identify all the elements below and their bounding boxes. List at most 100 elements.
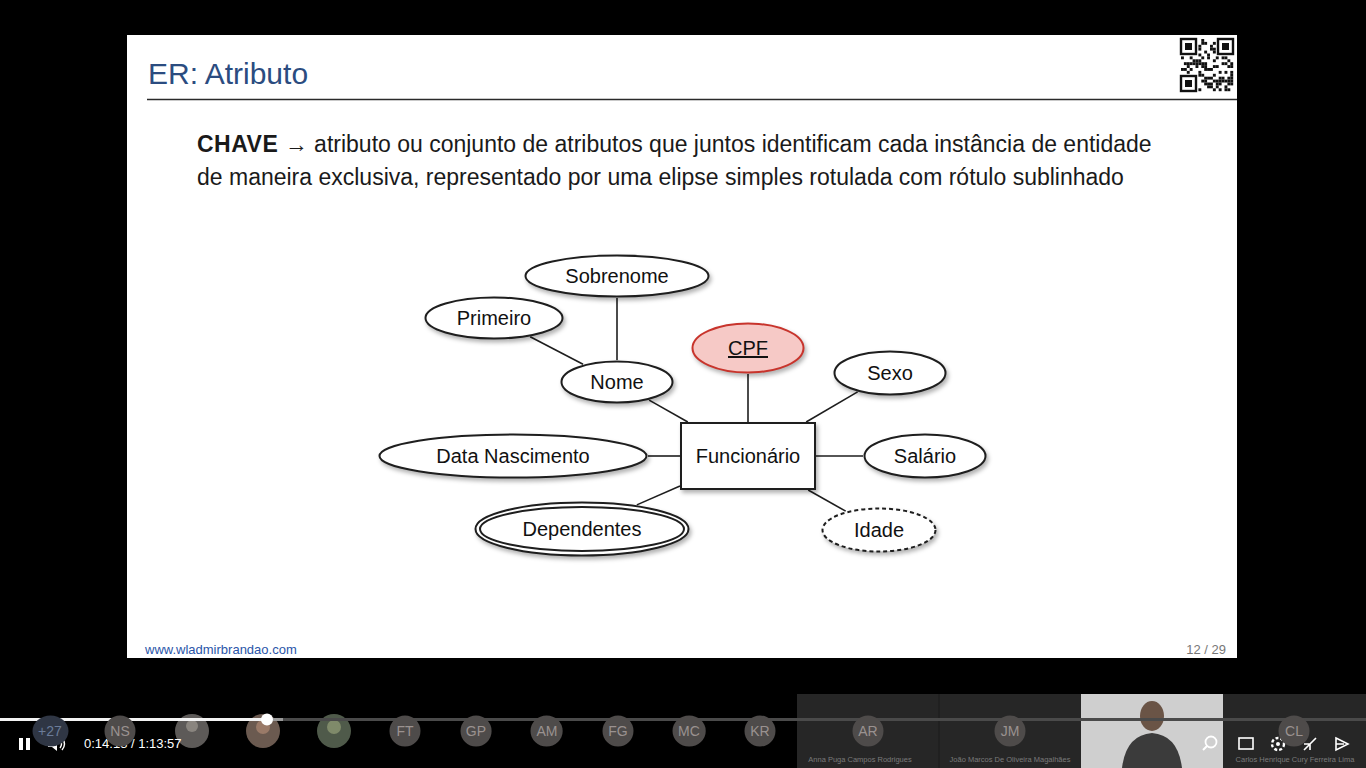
qr-finder bbox=[1181, 39, 1196, 54]
qr-module bbox=[1213, 65, 1216, 68]
qr-finder bbox=[1218, 39, 1233, 54]
qr-ground bbox=[1180, 38, 1234, 92]
qr-module bbox=[1225, 80, 1228, 83]
key-attribute-ellipse: CPF bbox=[691, 322, 805, 374]
qr-module bbox=[1196, 59, 1199, 62]
ellipse-outline bbox=[1279, 716, 1310, 747]
qr-module bbox=[1190, 62, 1193, 65]
qr-module bbox=[1213, 48, 1216, 51]
qr-module bbox=[1225, 62, 1228, 65]
qr-module bbox=[1225, 56, 1228, 59]
photo-avatar-detail bbox=[186, 720, 198, 732]
ellipse-outline bbox=[853, 716, 884, 747]
qr-module bbox=[1210, 48, 1213, 51]
qr-module bbox=[1198, 48, 1201, 51]
attribute-connector bbox=[816, 455, 863, 457]
qr-module bbox=[1204, 65, 1207, 68]
person-head bbox=[1140, 701, 1164, 731]
qr-module bbox=[1187, 62, 1190, 65]
qr-module bbox=[1207, 85, 1210, 88]
qr-module bbox=[1198, 88, 1201, 91]
qr-module bbox=[1230, 65, 1233, 68]
qr-module bbox=[1210, 83, 1213, 86]
attribute-connector bbox=[530, 337, 583, 364]
participant-avatar: FT bbox=[388, 714, 422, 748]
qr-module bbox=[1190, 68, 1193, 71]
photo-avatar-detail bbox=[327, 720, 341, 734]
qr-module bbox=[1216, 65, 1219, 68]
ellipse-outline bbox=[823, 509, 936, 552]
qr-module bbox=[1230, 74, 1233, 77]
participant-name: Anna Puga Campos Rodrigues bbox=[799, 755, 921, 764]
qr-module bbox=[1227, 77, 1230, 80]
attribute-connector bbox=[616, 298, 618, 360]
avatar-initials: MC bbox=[678, 723, 700, 739]
qr-module bbox=[1216, 80, 1219, 83]
qr-module bbox=[1204, 62, 1207, 65]
qr-module bbox=[1193, 59, 1196, 62]
qr-module bbox=[1198, 45, 1201, 48]
qr-module bbox=[1201, 62, 1204, 65]
page-number: 12 / 29 bbox=[1150, 642, 1226, 657]
qr-module bbox=[1181, 56, 1184, 59]
participant-avatar: AM bbox=[529, 714, 564, 748]
avatar-initials: JM bbox=[1001, 723, 1020, 739]
qr-module bbox=[1219, 80, 1222, 83]
qr-code bbox=[1180, 38, 1234, 92]
qr-module bbox=[1201, 42, 1204, 45]
qr-module bbox=[1201, 39, 1204, 42]
attribute-connector bbox=[806, 392, 857, 422]
qr-module bbox=[1213, 59, 1216, 62]
participant-tile bbox=[1223, 694, 1366, 768]
node-label: Idade bbox=[854, 519, 904, 542]
qr-module bbox=[1230, 83, 1233, 86]
qr-module bbox=[1213, 42, 1216, 45]
qr-module bbox=[1187, 65, 1190, 68]
qr-module bbox=[1227, 80, 1230, 83]
qr-module bbox=[1213, 51, 1216, 54]
attribute-connector bbox=[637, 486, 680, 505]
ellipse-outline bbox=[426, 298, 563, 339]
website-url: www.wladmirbrandao.com bbox=[145, 642, 345, 657]
qr-module bbox=[1219, 71, 1222, 74]
qr-module bbox=[1187, 71, 1190, 74]
ellipse-outline bbox=[526, 256, 709, 297]
qr-module bbox=[1207, 68, 1210, 71]
qr-module bbox=[1213, 74, 1216, 77]
qr-module bbox=[1204, 51, 1207, 54]
qr-module bbox=[1204, 42, 1207, 45]
participant-avatar: FG bbox=[601, 714, 635, 748]
avatar-initials: +27 bbox=[38, 723, 62, 739]
qr-module bbox=[1219, 88, 1222, 91]
qr-module bbox=[1213, 88, 1216, 91]
qr-module bbox=[1204, 77, 1207, 80]
qr-module bbox=[1222, 62, 1225, 65]
qr-module bbox=[1225, 85, 1228, 88]
pause-icon bbox=[26, 738, 30, 750]
attribute-connector bbox=[649, 400, 688, 422]
qr-finder bbox=[1181, 76, 1196, 91]
share-icon bbox=[1336, 738, 1348, 750]
ellipse-outline bbox=[476, 503, 689, 556]
node-label: Sobrenome bbox=[565, 265, 668, 288]
ellipse-outline bbox=[693, 324, 804, 373]
qr-module bbox=[1204, 83, 1207, 86]
qr-module bbox=[1222, 56, 1225, 59]
qr-module bbox=[1210, 45, 1213, 48]
node-label: Funcionário bbox=[696, 445, 801, 468]
tile-divider bbox=[939, 694, 940, 768]
qr-module bbox=[1204, 68, 1207, 71]
settings-icon bbox=[1276, 742, 1280, 746]
participant-avatar: NS bbox=[103, 714, 137, 748]
term-keyword: CHAVE bbox=[197, 131, 278, 157]
qr-module bbox=[1219, 83, 1222, 86]
captions-icon bbox=[1239, 738, 1253, 749]
qr-module bbox=[1207, 56, 1210, 59]
slide-page bbox=[127, 35, 1237, 658]
qr-finder bbox=[1185, 80, 1192, 87]
node-label: Primeiro bbox=[457, 307, 531, 330]
ellipse-outline bbox=[562, 362, 673, 403]
participant-avatar: CL bbox=[1277, 714, 1311, 748]
person-body bbox=[1122, 733, 1182, 768]
